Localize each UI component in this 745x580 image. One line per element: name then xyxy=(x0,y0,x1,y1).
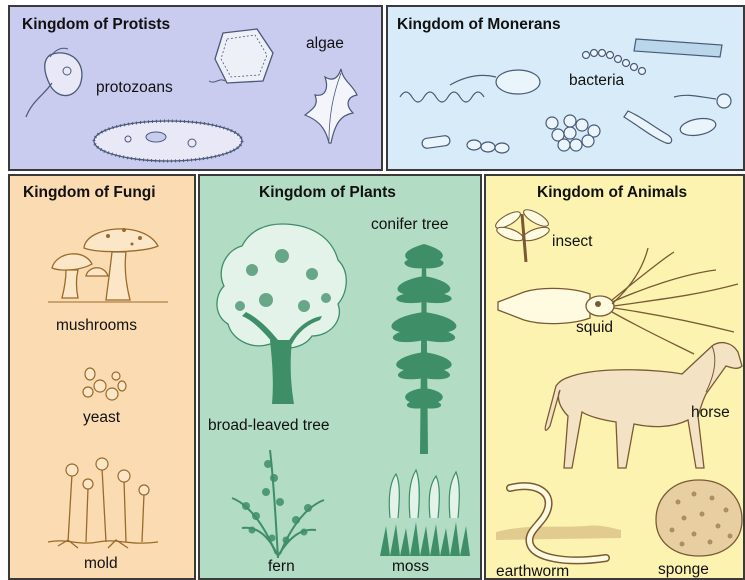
yeast-illustration xyxy=(80,366,130,406)
mushrooms-illustration xyxy=(48,218,168,303)
label-conifer-tree: conifer tree xyxy=(371,216,449,234)
panel-protists: Kingdom of Protists protozoans algae xyxy=(8,5,383,171)
panel-title-animals: Kingdom of Animals xyxy=(537,184,687,202)
broad-leaved-tree-illustration xyxy=(212,220,352,405)
panel-title-protists: Kingdom of Protists xyxy=(22,16,170,34)
diatom-illustration xyxy=(205,25,283,87)
panel-plants: Kingdom of Plants conifer tree broad-lea… xyxy=(198,174,482,580)
label-mushrooms: mushrooms xyxy=(56,317,137,335)
label-sponge: sponge xyxy=(658,561,709,579)
protozoan-flagellate-illustration xyxy=(22,45,92,120)
label-moss: moss xyxy=(392,558,429,576)
sponge-illustration xyxy=(654,478,744,558)
label-yeast: yeast xyxy=(83,409,120,427)
label-horse: horse xyxy=(691,404,730,422)
label-algae: algae xyxy=(306,35,344,53)
fern-illustration xyxy=(228,444,328,559)
panel-fungi: Kingdom of Fungi mushrooms yeast mold xyxy=(8,174,196,580)
label-fern: fern xyxy=(268,558,295,576)
paramecium-illustration xyxy=(88,111,248,167)
panel-monerans: Kingdom of Monerans bacteria xyxy=(386,5,745,171)
label-earthworm: earthworm xyxy=(496,563,569,580)
earthworm-illustration xyxy=(496,478,621,573)
algae-illustration xyxy=(295,65,365,145)
panel-title-fungi: Kingdom of Fungi xyxy=(23,184,156,202)
mold-illustration xyxy=(48,454,158,549)
conifer-tree-illustration xyxy=(378,240,468,455)
label-broad-leaved-tree: broad-leaved tree xyxy=(208,417,330,435)
label-mold: mold xyxy=(84,555,118,573)
label-squid: squid xyxy=(576,319,613,337)
label-bacteria: bacteria xyxy=(569,72,624,90)
moss-illustration xyxy=(380,466,470,556)
panel-title-plants: Kingdom of Plants xyxy=(259,184,396,202)
label-protozoans: protozoans xyxy=(96,79,173,97)
panel-animals: Kingdom of Animals insect squid xyxy=(484,174,745,580)
bacteria-illustration xyxy=(388,27,743,162)
